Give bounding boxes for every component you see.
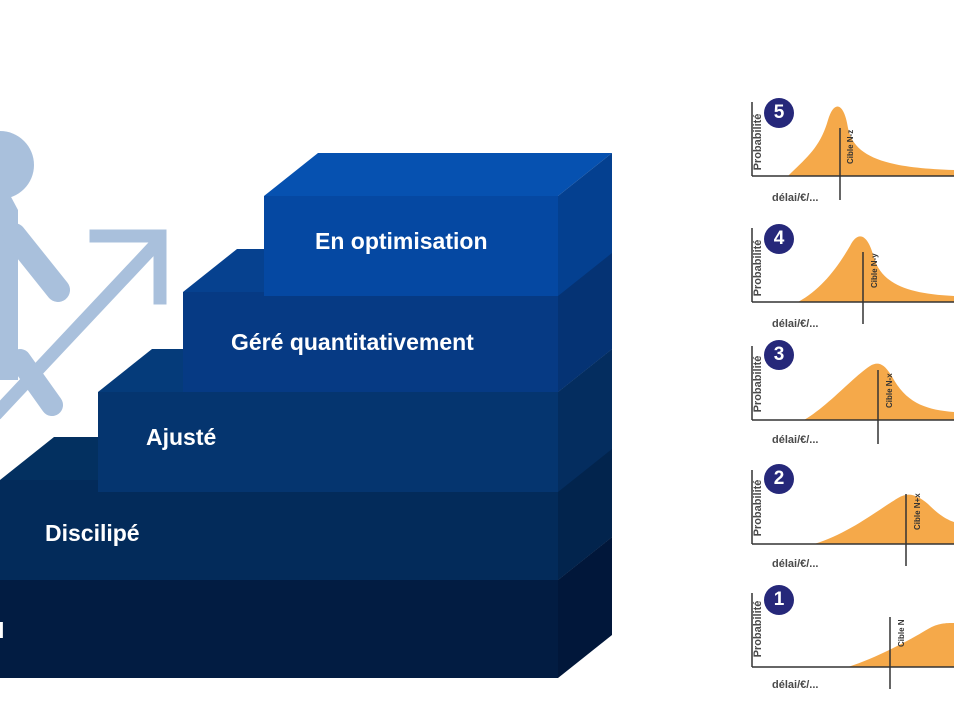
x-axis-label: délai/€/... [772,679,819,691]
target-label: Cible N+x [913,493,922,530]
level-badge: 5 [764,98,794,128]
x-axis-label: délai/€/... [772,318,819,330]
distribution-curve [798,236,954,302]
step-1-label: I [0,617,5,643]
level-badge: 2 [764,464,794,494]
distribution-curve [814,494,954,544]
target-label: Cible N-z [846,129,855,164]
distribution-chart-3 [751,346,954,444]
level-badge: 3 [764,340,794,370]
step-5-label: En optimisation [315,228,488,254]
y-axis-label: Probabilité [752,113,764,171]
target-label: Cible N-y [870,253,879,288]
level-badge: 1 [764,585,794,615]
distribution-panel-4: 4 Probabilité délai/€/... Cible N-y [728,224,954,339]
x-axis-label: délai/€/... [772,192,819,204]
x-axis-label: délai/€/... [772,434,819,446]
step-3-label: Ajusté [146,424,217,450]
distribution-panel-5: 5 Probabilité délai/€/... Cible N-z [728,98,954,213]
level-badge: 4 [764,224,794,254]
y-axis-label: Probabilité [752,600,764,658]
x-axis-label: délai/€/... [772,558,819,570]
distribution-chart-5 [751,102,954,200]
person-climbing-icon [0,131,70,416]
distribution-panel-1: 1 Probabilité délai/€/... Cible N [728,585,954,700]
distribution-chart-4 [751,228,954,324]
up-arrow-icon [0,229,167,420]
target-label: Cible N [897,619,906,647]
distribution-panel-2: 2 Probabilité délai/€/... Cible N+x [728,464,954,579]
step-4-label: Géré quantitativement [231,329,474,355]
step-5 [264,153,612,296]
distribution-panel-3: 3 Probabilité délai/€/... Cible N-x [728,340,954,455]
distribution-curve [848,623,954,667]
distribution-curve [804,363,954,420]
y-axis-label: Probabilité [752,479,764,537]
distribution-curve [788,106,954,176]
distribution-chart-1 [751,593,954,689]
y-axis-label: Probabilité [752,239,764,297]
step-2-label: Discilipé [45,520,140,546]
distribution-chart-2 [751,470,954,566]
y-axis-label: Probabilité [752,355,764,413]
target-label: Cible N-x [885,373,894,408]
